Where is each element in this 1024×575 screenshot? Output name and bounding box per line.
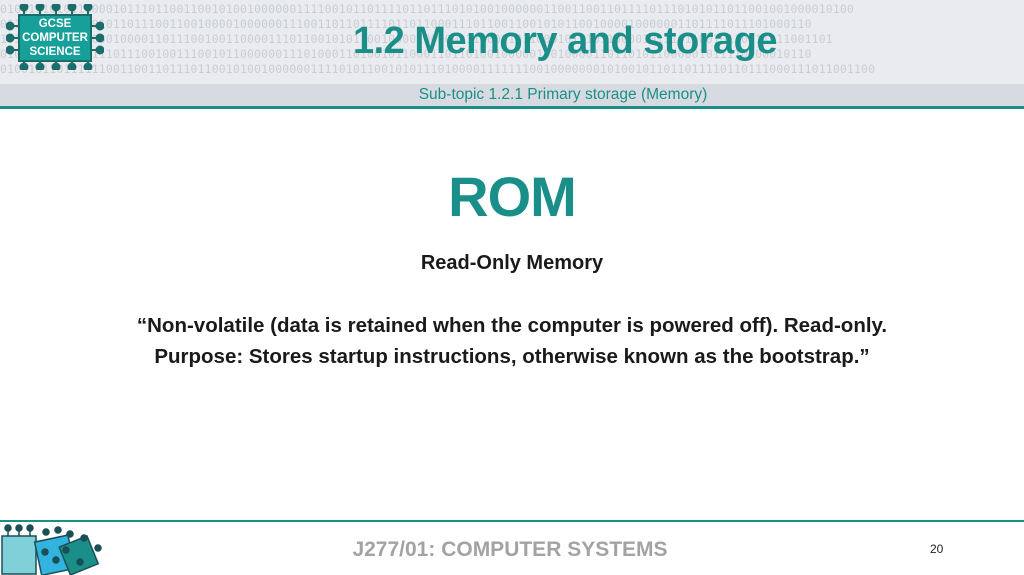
- header-banner: 0100111010110000101110110011001010010000…: [0, 0, 1024, 106]
- footer-divider: [0, 520, 1024, 522]
- logo-line-2: COMPUTER: [22, 32, 88, 44]
- course-code: J277/01: COMPUTER SYSTEMS: [352, 538, 668, 561]
- logo-line-3: SCIENCE: [29, 46, 81, 58]
- gcse-logo: GCSE COMPUTER SCIENCE: [6, 4, 104, 70]
- quote-line-1: “Non-volatile (data is retained when the…: [136, 314, 888, 337]
- definition-quote: “Non-volatile (data is retained when the…: [70, 310, 954, 372]
- header-divider: [0, 106, 1024, 109]
- slide-title: 1.2 Memory and storage: [352, 20, 778, 62]
- binary-background: 0100111010110000101110110011001010010000…: [0, 2, 876, 76]
- logo-line-1: GCSE: [38, 18, 72, 30]
- subtitle-band: [0, 84, 1024, 106]
- main-subheading: Read-Only Memory: [420, 252, 604, 274]
- logo-box: GCSE COMPUTER SCIENCE: [18, 14, 92, 62]
- circuit-chip-icon: [6, 4, 104, 70]
- page-number: 20: [930, 542, 944, 556]
- quote-line-2: Purpose: Stores startup instructions, ot…: [154, 345, 870, 368]
- main-heading: ROM: [448, 165, 577, 228]
- slide-subtitle: Sub-topic 1.2.1 Primary storage (Memory): [418, 86, 708, 103]
- circuit-squares-icon: [1, 524, 102, 575]
